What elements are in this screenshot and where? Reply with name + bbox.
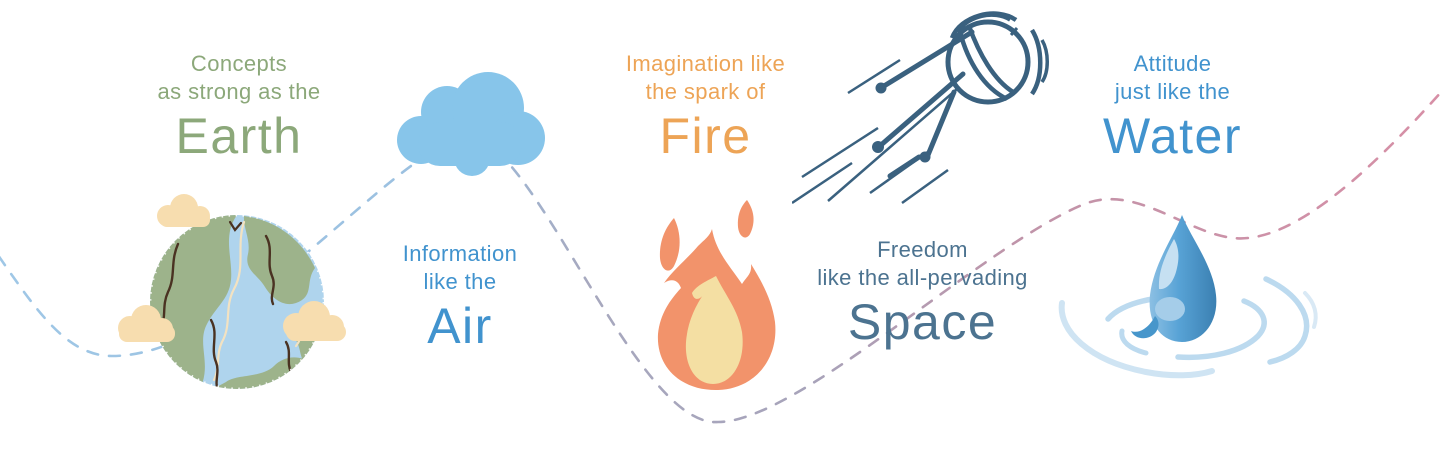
globe-cloud-bottom-right [283, 301, 346, 341]
satellite-antenna-tips [872, 82, 931, 163]
satellite-sphere-details [949, 11, 1049, 102]
fire-element-word: Fire [659, 108, 752, 164]
flame-spark-right [737, 200, 754, 238]
earth-tagline-line2: as strong as the [157, 78, 321, 104]
globe-cloud-top-left [157, 194, 210, 227]
flame-icon [657, 200, 776, 391]
globe-dashed-rim [149, 214, 325, 390]
water-tagline-line1: Attitude [1133, 51, 1212, 76]
air-caption: Information like the Air [368, 240, 552, 354]
water-drop-curl [1131, 316, 1159, 339]
water-tagline-line2: just like the [1114, 78, 1231, 104]
earth-element-word: Earth [175, 108, 303, 164]
water-element-word: Water [1103, 108, 1242, 164]
earth-globe-icon [118, 194, 346, 390]
fire-tagline-line1: Imagination like [625, 51, 786, 76]
water-drop-sheen [1155, 297, 1185, 321]
space-tagline-line2: like the all-pervading [817, 264, 1028, 290]
flame-spark-left [659, 218, 680, 271]
space-element-word: Space [847, 294, 998, 350]
space-tagline-line1: Freedom [877, 237, 968, 262]
space-caption: Freedom like the all-pervading Space [780, 236, 1065, 350]
cloud-icon [397, 72, 545, 176]
earth-tagline-line1: Concepts [190, 51, 288, 76]
fire-caption: Imagination like the spark of Fire [598, 50, 813, 164]
cloud-shape [397, 72, 545, 176]
water-drop-highlight [1158, 239, 1179, 290]
satellite-motion-streaks [792, 58, 973, 205]
air-tagline-line2: like the [423, 268, 497, 294]
water-drop-ripples-icon [1058, 215, 1318, 379]
air-tagline-line1: Information [402, 241, 518, 266]
globe-cloud-bottom-left [118, 305, 175, 342]
sputnik-satellite-icon [792, 11, 1049, 205]
earth-caption: Concepts as strong as the Earth [105, 50, 373, 164]
air-element-word: Air [427, 298, 493, 354]
fire-tagline-line2: the spark of [645, 78, 766, 104]
flame-inner [685, 276, 743, 384]
satellite-antennas [878, 29, 975, 158]
water-caption: Attitude just like the Water [1070, 50, 1275, 164]
